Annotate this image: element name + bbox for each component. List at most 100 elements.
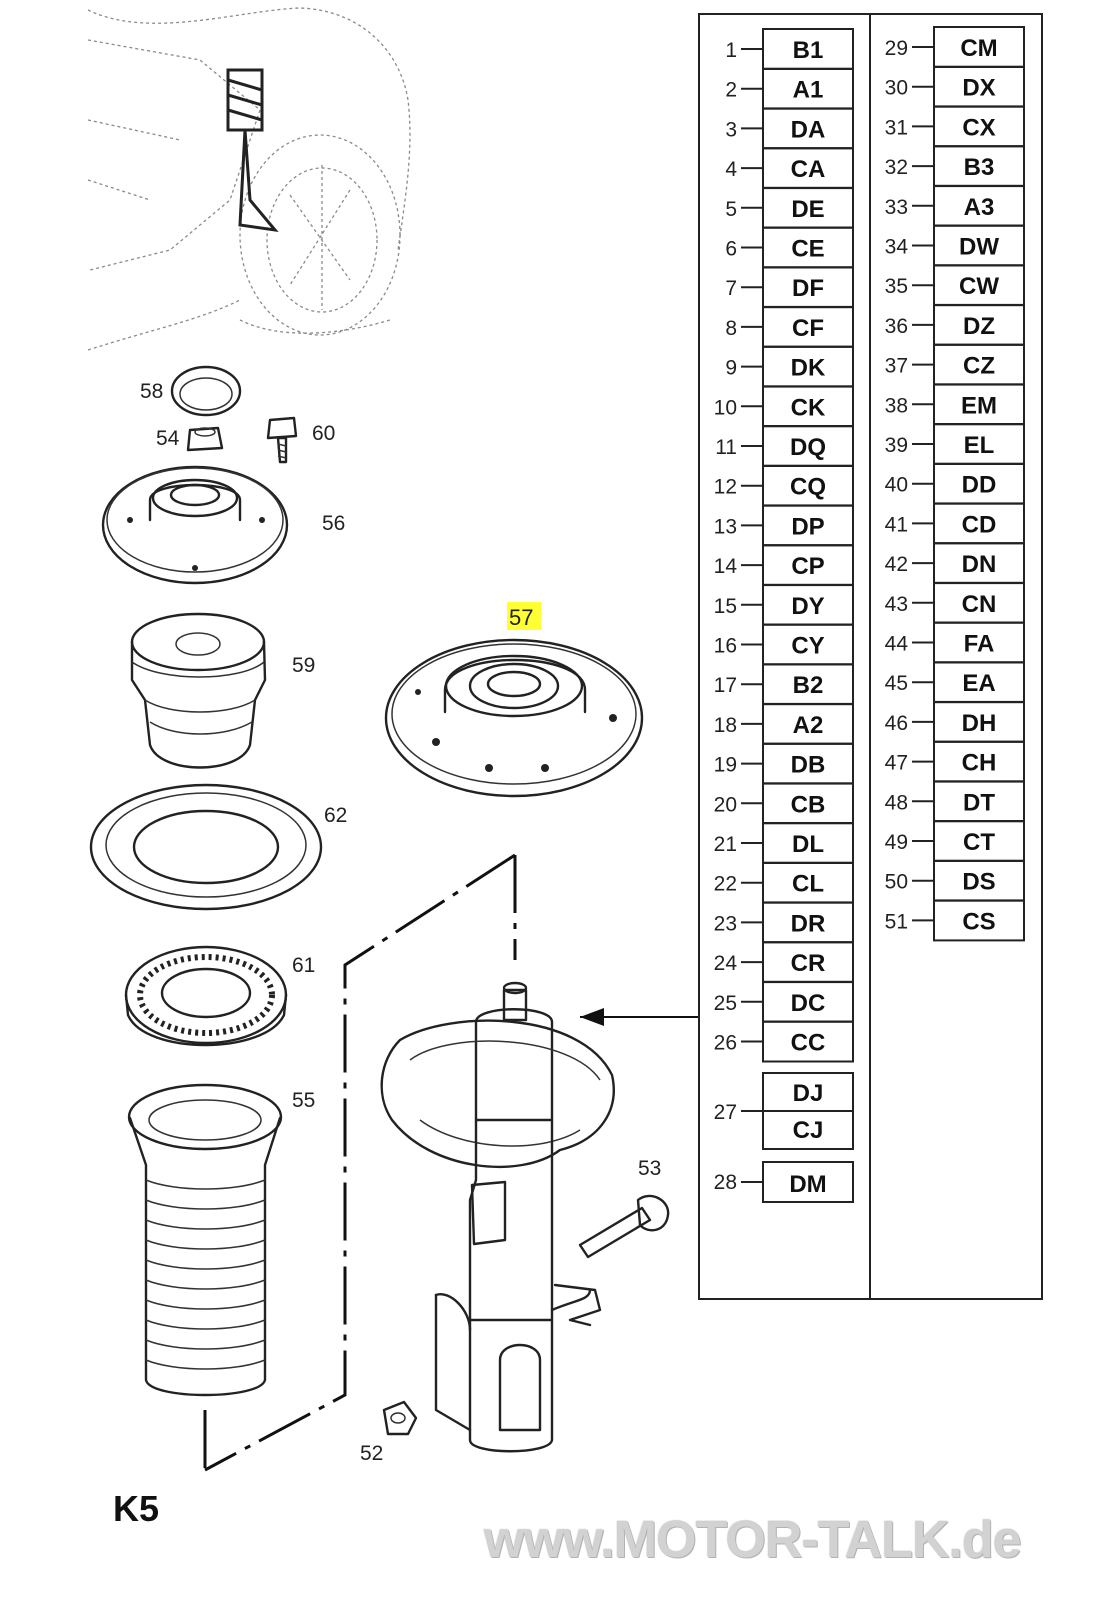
code-row-code: DR <box>791 910 826 937</box>
code-row-number: 38 <box>885 394 908 417</box>
code-row: 3 DA <box>725 107 854 150</box>
code-row-code: CS <box>962 908 995 935</box>
code-row-number: 11 <box>715 436 737 459</box>
watermark: www.MOTOR-TALK.de <box>484 1511 1022 1569</box>
code-row-number: 39 <box>885 434 908 457</box>
code-row-code: B3 <box>964 154 995 181</box>
code-row-number: 6 <box>725 238 737 261</box>
code-row-number: 19 <box>714 754 737 777</box>
car-corner-sketch <box>87 7 411 351</box>
code-row-code: CQ <box>790 474 826 501</box>
code-row-code: EL <box>964 432 995 459</box>
part-58-cap <box>170 365 242 417</box>
code-row: 41 CD <box>885 502 1025 545</box>
code-row-code: B2 <box>793 672 824 699</box>
code-row-number: 50 <box>885 871 908 894</box>
part-55-dust-boot <box>127 1083 283 1397</box>
code-row-number: 13 <box>714 515 737 538</box>
section-label: K5 <box>113 1488 160 1529</box>
code-row: 17 B2 <box>714 663 854 706</box>
code-row-code: DX <box>962 75 995 102</box>
code-row-number: 41 <box>885 513 908 536</box>
code-row-code: CN <box>962 591 997 618</box>
code-row-code: CY <box>791 633 824 660</box>
code-row-code: CD <box>962 511 997 538</box>
code-entry-28: 28 DM <box>714 1161 854 1203</box>
code-row-code: A1 <box>793 77 824 104</box>
part-53-bolt <box>578 1194 670 1259</box>
code-row-number: 43 <box>885 593 908 616</box>
code-row-code: DF <box>792 275 824 302</box>
code-row-number: 29 <box>885 37 908 60</box>
part-60-bolt <box>266 416 298 464</box>
code-row-code: DC <box>791 990 826 1017</box>
label-59: 59 <box>292 654 315 677</box>
code-row-number: 25 <box>714 992 737 1015</box>
code-row-code: CK <box>791 394 826 421</box>
code-row-code: DE <box>791 196 824 223</box>
code-row-number: 30 <box>885 77 908 100</box>
code-row-code: DA <box>791 116 826 143</box>
code-row-code: CZ <box>963 353 995 380</box>
code-row: 30 DX <box>885 65 1025 108</box>
code-row-code: DZ <box>963 313 995 340</box>
label-62: 62 <box>324 804 347 827</box>
code-row-number: 26 <box>714 1032 737 1055</box>
part-59-bump-stop <box>130 612 267 769</box>
part-57-strut-mount <box>384 638 644 798</box>
code-row-number: 20 <box>714 793 737 816</box>
code-row: 1 B1 <box>725 28 854 70</box>
code-entry-27-code-1: DJ <box>793 1080 824 1107</box>
code-row: 35 CW <box>885 264 1025 307</box>
code-row-code: B1 <box>793 37 824 64</box>
part-62-spring-seat <box>89 783 323 911</box>
code-row-number: 21 <box>714 833 737 856</box>
code-row-code: CC <box>791 1030 826 1057</box>
code-row-code: DD <box>962 472 997 499</box>
shock-absorber-assembly <box>380 981 615 1453</box>
assembly-lines <box>203 853 698 1472</box>
code-row-number: 7 <box>725 277 737 300</box>
part-61-bearing <box>124 945 288 1047</box>
code-row-number: 37 <box>885 355 908 378</box>
code-row-number: 35 <box>885 275 908 298</box>
code-row-number: 1 <box>725 39 737 62</box>
code-row-code: DN <box>962 551 997 578</box>
code-row-number: 10 <box>714 396 737 419</box>
code-row: 39 EL <box>885 423 1025 465</box>
code-row-code: CP <box>791 553 824 580</box>
label-53: 53 <box>638 1157 661 1180</box>
code-row-number: 17 <box>714 674 737 697</box>
code-row-code: CW <box>959 273 999 300</box>
code-row-number: 3 <box>725 118 737 141</box>
code-row-number: 49 <box>885 831 908 854</box>
